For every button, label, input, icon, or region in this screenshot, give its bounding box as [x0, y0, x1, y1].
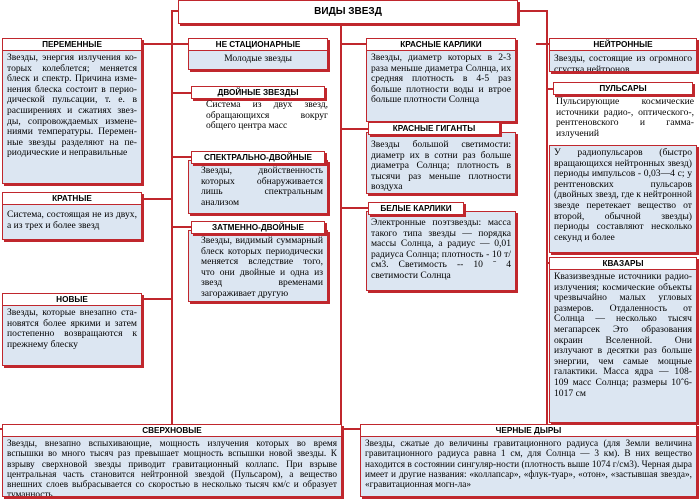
connector-line	[546, 88, 554, 90]
box-title: ЧЕРНЫЕ ДЫРЫ	[361, 425, 696, 437]
box-text: Звезды, которые внезапно ста-новятся бол…	[7, 307, 137, 350]
box-title: КРАСНЫЕ КАРЛИКИ	[367, 39, 515, 51]
box-title: НЕЙТРОННЫЕ	[550, 39, 696, 51]
connector-line	[171, 10, 179, 12]
white-dwarfs-title: БЕЛЫЕ КАРЛИКИ	[368, 202, 464, 215]
box-text: Звезды, видимый суммарный блеск которых …	[201, 235, 323, 299]
box-title: НОВЫЕ	[3, 294, 141, 306]
pulsars-text: Пульсирующие космические источники радио…	[556, 96, 694, 139]
quasars-box: КВАЗАРЫ Квазизвездные источники радио-из…	[549, 257, 697, 423]
supernova-box: СВЕРХНОВЫЕ Звезды, внезапно вспыхивающие…	[2, 424, 342, 497]
pulsars-title: ПУЛЬСАРЫ	[553, 82, 693, 95]
box-text: Звезды, диаметр которых в 2-3 раза меньш…	[371, 52, 511, 106]
non-stationary-box: НЕ СТАЦИОНАРНЫЕ Молодые звезды	[188, 38, 328, 70]
box-text: У радиопульсаров (быстро вращающихся ней…	[554, 147, 692, 243]
box-text: Звезды, двойственность которых обнаружив…	[201, 165, 323, 208]
connector-line	[171, 92, 193, 94]
variable-stars-box: ПЕРЕМЕННЫЕ Звезды, энергия излучения ко-…	[2, 38, 142, 184]
box-text: Молодые звезды	[224, 53, 292, 64]
connector-line	[340, 128, 368, 130]
connector-line	[171, 10, 173, 486]
connector-line	[340, 43, 368, 45]
connector-line	[536, 43, 550, 45]
box-text: Звезды, сжатые до величины гравитационно…	[365, 439, 692, 491]
diagram-title: ВИДЫ ЗВЕЗД	[178, 0, 518, 24]
white-dwarfs-box: Электронные поэтзвезды: масса такого тип…	[366, 211, 516, 291]
connector-line	[140, 43, 190, 45]
box-title: СВЕРХНОВЫЕ	[3, 425, 341, 437]
connector-line	[140, 198, 173, 200]
connector-line	[140, 298, 173, 300]
box-title: КВАЗАРЫ	[550, 258, 696, 270]
box-text: Квазизвездные источники радио-излучения;…	[554, 271, 692, 399]
box-text: Звезды, состоящие из огромного сгустка н…	[554, 53, 692, 72]
eclipsing-double-box: Звезды, видимый суммарный блеск которых …	[188, 230, 328, 302]
spectral-double-box: Звезды, двойственность которых обнаружив…	[188, 160, 328, 214]
connector-line	[340, 207, 368, 209]
spectral-double-title: СПЕКТРАЛЬНО-ДВОЙНЫЕ	[191, 151, 325, 164]
red-giants-title: КРАСНЫЕ ГИГАНТЫ	[368, 122, 500, 135]
connector-line	[171, 156, 193, 158]
connector-line	[517, 10, 547, 12]
eclipsing-double-title: ЗАТМЕННО-ДВОЙНЫЕ	[191, 221, 325, 234]
box-text: Звезды, внезапно вспыхивающие, мощность …	[7, 439, 337, 497]
double-stars-title: ДВОЙНЫЕ ЗВЕЗДЫ	[191, 86, 325, 99]
connector-line	[171, 226, 193, 228]
new-stars-box: НОВЫЕ Звезды, которые внезапно ста-новят…	[2, 293, 142, 366]
box-text: Электронные поэтзвезды: масса такого тип…	[371, 217, 511, 281]
box-title: ПЕРЕМЕННЫЕ	[3, 39, 141, 51]
red-dwarfs-box: КРАСНЫЕ КАРЛИКИ Звезды, диаметр которых …	[366, 38, 516, 122]
box-title: НЕ СТАЦИОНАРНЫЕ	[189, 39, 327, 51]
neutron-stars-box: НЕЙТРОННЫЕ Звезды, состоящие из огромног…	[549, 38, 697, 72]
black-holes-box: ЧЕРНЫЕ ДЫРЫ Звезды, сжатые до величины г…	[360, 424, 697, 497]
multiple-stars-box: КРАТНЫЕ Система, состоящая не из двух, а…	[2, 192, 142, 240]
box-text: Звезды, энергия излучения ко-торых колеб…	[7, 52, 137, 159]
red-giants-box: Звезды большой светимости: диаметр их в …	[366, 132, 516, 194]
connector-line	[340, 24, 342, 464]
box-text: Звезды большой светимости: диаметр их в …	[371, 139, 511, 193]
box-text: Система, состоящая не из двух, а из трех…	[7, 209, 137, 231]
connector-line	[546, 10, 548, 486]
double-stars-text: Система из двух звезд, обращающихся вокр…	[206, 99, 328, 132]
box-title: КРАТНЫЕ	[3, 193, 141, 205]
pulsars-detail-box: У радиопульсаров (быстро вращающихся ней…	[549, 145, 697, 253]
